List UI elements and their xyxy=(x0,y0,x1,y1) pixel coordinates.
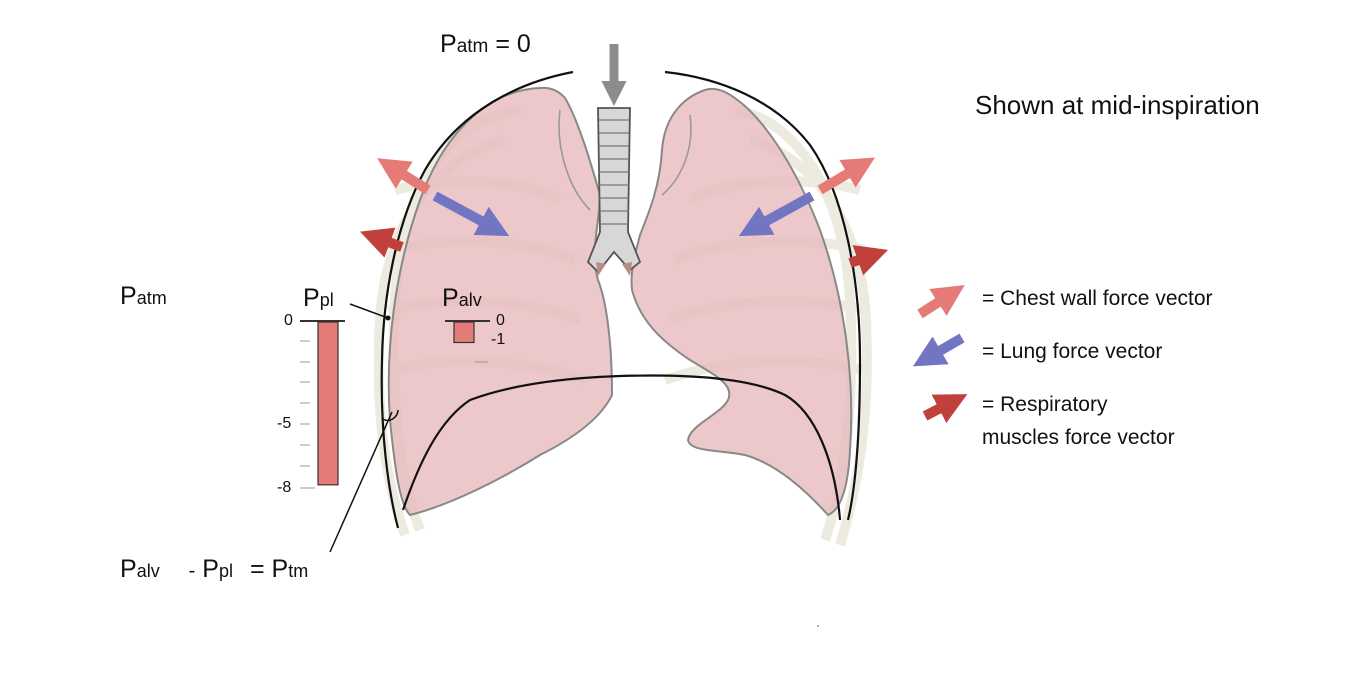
lung-arrow-right xyxy=(738,191,815,237)
respiratory-arrow-left xyxy=(359,227,404,258)
chest-wall-arrow-right xyxy=(817,157,876,195)
patm-left-label: Patm xyxy=(120,282,167,310)
ppl-tick-8: -8 xyxy=(277,479,292,496)
legend-respiratory-line1: = Respiratory xyxy=(982,393,1108,416)
chest-wall-outline-left xyxy=(380,70,574,529)
respiratory-arrow-icon xyxy=(922,394,968,424)
chest-wall-arrow-icon xyxy=(917,285,965,319)
respiratory-arrow-right xyxy=(848,245,889,276)
palv-tick-0: 0 xyxy=(496,312,505,329)
legend-respiratory-line2: muscles force vector xyxy=(982,426,1175,449)
palv-pressure-bar xyxy=(453,321,475,344)
ptm-leader-line xyxy=(329,411,393,553)
diaphragm-outline xyxy=(401,374,842,521)
lung-arrow-left xyxy=(432,191,510,237)
palv-tick-1: -1 xyxy=(491,331,506,348)
ppl-tick-0: 0 xyxy=(284,312,293,329)
ppl-leader-line xyxy=(349,303,389,319)
right-lung-lobe xyxy=(630,87,853,517)
ppl-label: Ppl xyxy=(303,284,334,312)
lung-arrow-icon xyxy=(912,333,965,367)
legend-lung: = Lung force vector xyxy=(982,340,1163,363)
left-lung-lobe xyxy=(387,86,614,517)
transmural-equation: Palv - Ppl = Ptm xyxy=(120,555,309,583)
ppl-pressure-bar xyxy=(317,321,339,486)
ppl-scale xyxy=(300,320,345,489)
diagram-title: Shown at mid-inspiration xyxy=(975,90,1260,120)
palv-label: Palv xyxy=(442,284,482,312)
ppl-tick-5: -5 xyxy=(277,415,292,432)
legend-chest-wall: = Chest wall force vector xyxy=(982,287,1213,310)
trachea xyxy=(586,107,642,276)
palv-scale xyxy=(445,320,490,363)
patm-top-label: Patm = 0 xyxy=(440,30,531,58)
chest-wall-arrow-left xyxy=(377,158,431,195)
chest-wall-outline-right xyxy=(664,70,862,521)
lung-fissures xyxy=(558,109,692,211)
